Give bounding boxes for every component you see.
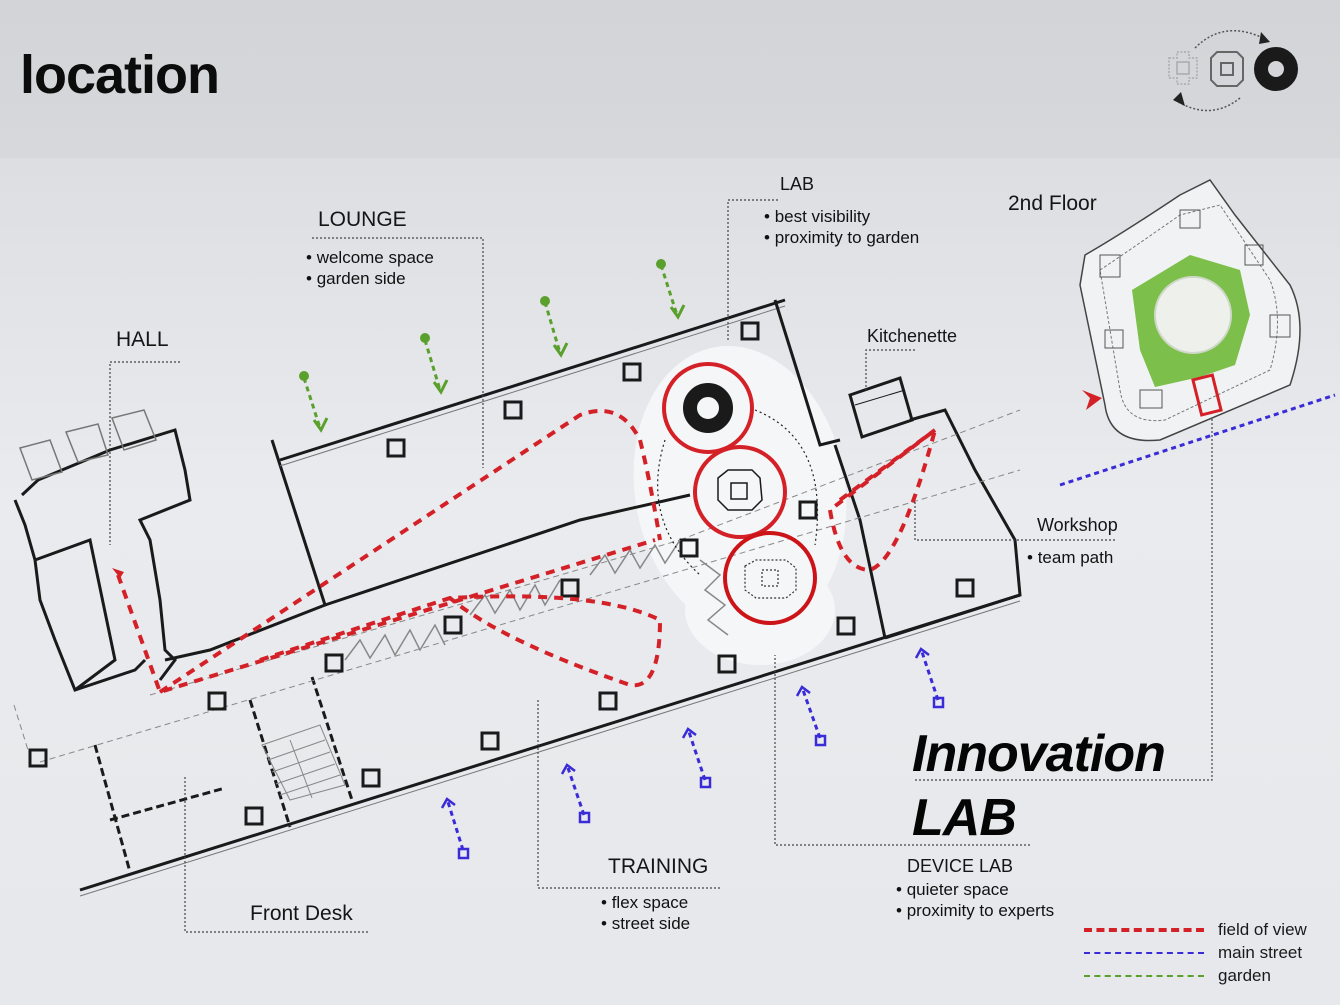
main-street-swatch <box>1084 951 1204 954</box>
lounge-bullets: welcome space garden side <box>306 247 434 289</box>
legend: field of view main street garden <box>1084 918 1307 987</box>
innovation-lab-title-line2: LAB <box>912 789 1017 847</box>
device-lab-bullet-2: proximity to experts <box>896 900 1054 921</box>
header-band: location <box>0 0 1340 158</box>
workshop-bullets: team path <box>1027 547 1114 568</box>
zone-title-device-lab: DEVICE LAB <box>907 856 1014 876</box>
training-bullets: flex space street side <box>601 892 690 934</box>
zone-title-kitchenette: Kitchenette <box>867 326 958 346</box>
zone-title-training: TRAINING <box>608 855 709 878</box>
floor-plan-drawing <box>13 179 1336 933</box>
training-bullet-1: flex space <box>601 892 690 913</box>
floor-plan-canvas: HALL LOUNGE welcome space garden side LA… <box>0 158 1340 1005</box>
legend-item-main-street: main street <box>1084 941 1307 964</box>
lab-bullet-1: best visibility <box>764 206 919 227</box>
zone-title-hall: HALL <box>116 328 169 351</box>
innovation-lab-title-line1: Innovation <box>912 725 1166 783</box>
training-bullet-2: street side <box>601 913 690 934</box>
device-lab-bullet-1: quieter space <box>896 879 1054 900</box>
zone-title-lounge: LOUNGE <box>318 208 407 231</box>
legend-label: main street <box>1218 942 1303 962</box>
zone-title-lab: LAB <box>780 174 815 194</box>
legend-label: garden <box>1218 965 1271 985</box>
garden-swatch <box>1084 974 1204 977</box>
lounge-bullet-1: welcome space <box>306 247 434 268</box>
field-of-view-swatch <box>1084 927 1204 932</box>
zone-title-workshop: Workshop <box>1037 515 1118 535</box>
lab-bullets: best visibility proximity to garden <box>764 206 920 248</box>
floor-inset-title: 2nd Floor <box>1008 192 1097 215</box>
legend-item-field-of-view: field of view <box>1084 918 1307 941</box>
lounge-bullet-2: garden side <box>306 268 434 289</box>
cycle-logo-icon <box>1168 29 1298 112</box>
workshop-bullet-1: team path <box>1027 547 1114 568</box>
legend-label: field of view <box>1218 919 1307 939</box>
zone-title-front-desk: Front Desk <box>250 902 353 925</box>
legend-item-garden: garden <box>1084 964 1307 987</box>
lab-bullet-2: proximity to garden <box>764 227 920 248</box>
device-lab-bullets: quieter space proximity to experts <box>896 879 1054 921</box>
page-title: location <box>20 45 220 105</box>
